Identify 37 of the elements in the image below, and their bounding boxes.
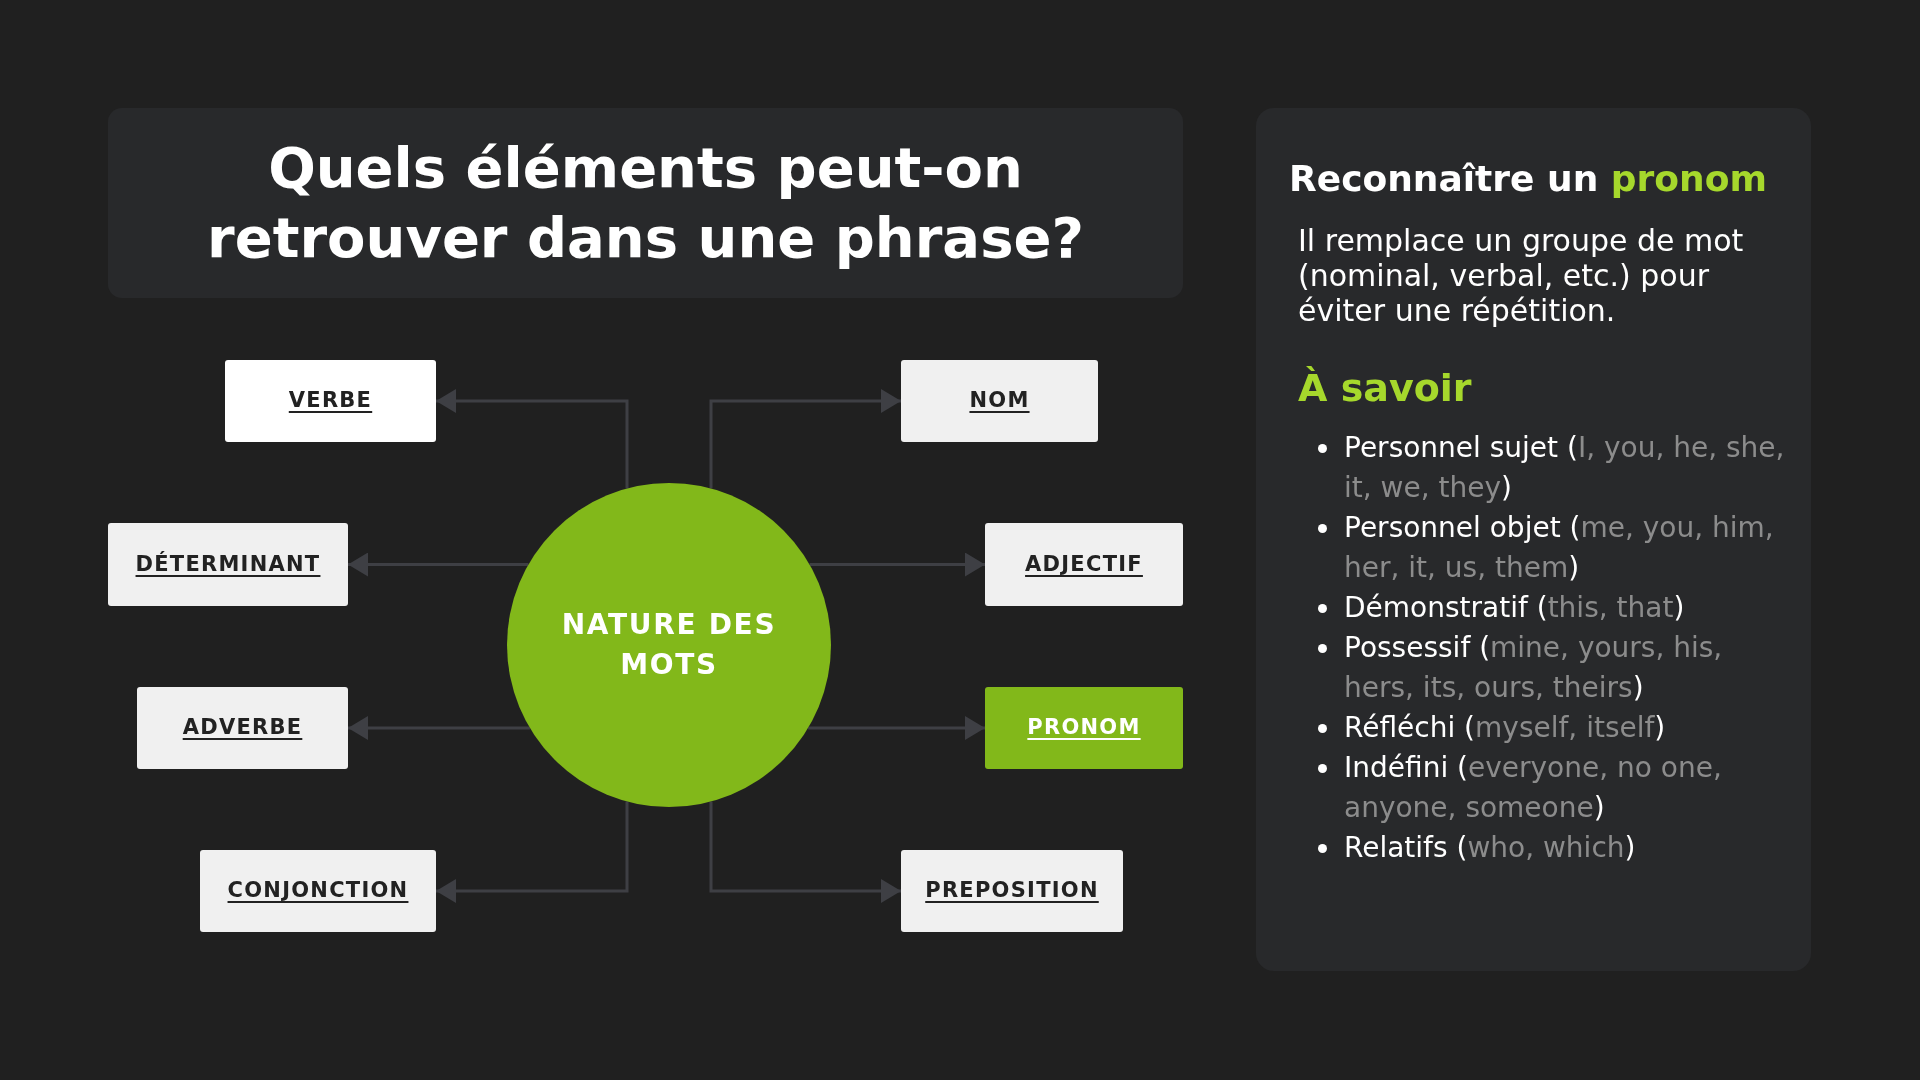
list-item: Relatifs (who, which): [1344, 830, 1636, 866]
highlighted-category-box: [985, 687, 1183, 769]
category-box: [901, 360, 1098, 442]
list-item: Réfléchi (myself, itself): [1344, 710, 1666, 746]
list-item: Personnel sujet (I, you, he, she, it, we, they): [1344, 430, 1786, 506]
list-item: Personnel objet (me, you, him, her, it, us, them): [1344, 510, 1775, 586]
node-label: VERBE: [288, 387, 373, 415]
list-item: Possessif (mine, yours, his, hers, its, ours, theirs): [1344, 630, 1724, 706]
title: Quels éléments peut-on retrouver dans une phrase?: [206, 134, 1085, 272]
node-label: PREPOSITION: [925, 877, 1099, 905]
definition-text: Il remplace un groupe de mot (nominal, verbal, etc.) pour éviter une répétition.: [1298, 223, 1745, 328]
arrow: [348, 716, 530, 740]
node-label: PRONOM: [1027, 714, 1141, 742]
arrow: [709, 389, 901, 489]
list-item: Démonstratif (this, that): [1344, 590, 1685, 626]
node-label: DÉTERMINANT: [135, 550, 321, 578]
arrow: [348, 552, 529, 577]
category-box: [225, 360, 436, 442]
node-label: CONJONCTION: [227, 877, 409, 905]
list-item: Indéfini (everyone, no one, anyone, someone): [1344, 750, 1723, 826]
arrow: [809, 552, 985, 577]
section-heading: À savoir: [1298, 365, 1473, 412]
panel-heading: Reconnaître un pronom: [1289, 157, 1768, 201]
category-box: [137, 687, 348, 769]
info-panel: [1256, 108, 1811, 971]
node-label: ADJECTIF: [1025, 550, 1143, 578]
arrow: [436, 389, 629, 489]
node-label: NATURE DES MOTS: [560, 607, 778, 683]
node-label: NOM: [969, 387, 1030, 415]
category-box: [901, 850, 1123, 932]
node-label: ADVERBE: [182, 714, 303, 742]
arrow: [808, 716, 985, 740]
arrow: [709, 801, 901, 903]
arrow: [436, 801, 629, 903]
category-box: [985, 523, 1183, 606]
category-box: [108, 523, 348, 606]
category-box: [200, 850, 436, 932]
